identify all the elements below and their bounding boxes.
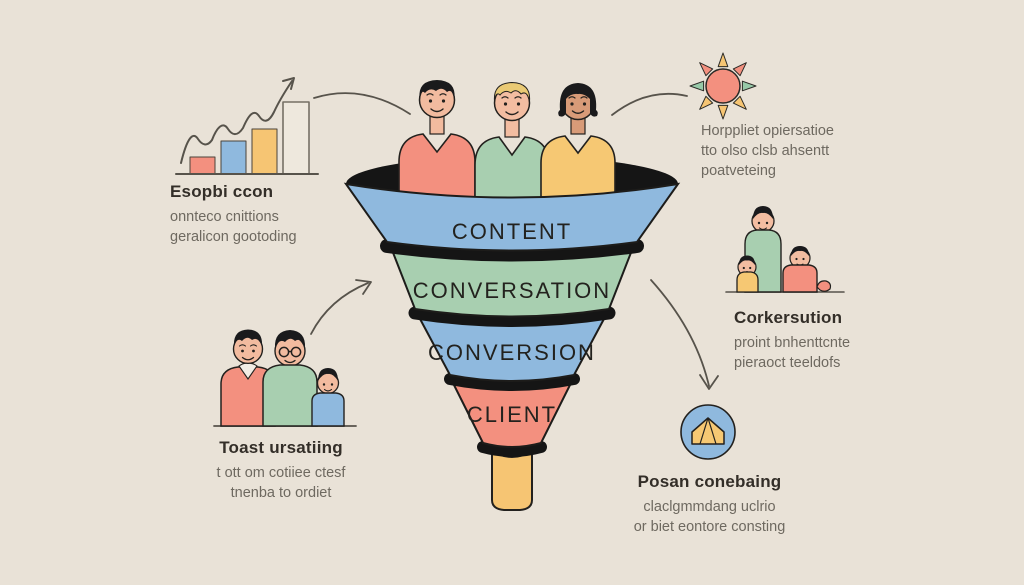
team-boy-blue (311, 368, 345, 427)
connector-arc-left (313, 92, 411, 115)
annotation-top-right: Horppliet opiersatioe tto olso clsb ahse… (701, 121, 834, 181)
collar (238, 362, 258, 380)
annotation-line: onnteco cnittions (170, 209, 279, 226)
annotation-line: poatveteing (701, 163, 776, 179)
connector-arc-right (611, 92, 688, 116)
annotation-line: proint bnhenttcnte (734, 335, 851, 352)
funnel-joint-1 (380, 239, 644, 262)
annotation-title: Posan conebaing (637, 472, 782, 491)
funnel-label-conversation: CONVERSATION (413, 278, 611, 303)
annotation-title: Toast ursatiing (219, 438, 343, 457)
arrow-to-funnel (310, 279, 372, 335)
funnel-stage-content (343, 182, 681, 252)
family-hand (816, 280, 832, 292)
funnel-joint-3 (444, 373, 580, 391)
funnel-label-content: CONTENT (452, 219, 572, 244)
annotation-bottom-left: Toast ursatiing t ott om cotiiee ctesf t… (196, 438, 366, 503)
annotation-top-left: Esopbi ccon onnteco cnittions geralicon … (170, 182, 297, 247)
growth-arrow-line (180, 80, 293, 164)
annotation-bottom-right: Posan conebaing claclgmmdang uclrio or b… (612, 472, 807, 537)
team-man-glasses (262, 330, 318, 427)
growth-bar-chart-icon (175, 77, 319, 175)
person-red-shirt (398, 80, 476, 215)
funnel-spout (491, 449, 533, 511)
three-people-icon (398, 80, 616, 216)
team-man-red (220, 329, 276, 427)
annotation-line: Horppliet opiersatioe (701, 123, 834, 139)
annotation-line: t ott om cotiiee ctesf (216, 465, 346, 482)
arrow-to-circle (650, 279, 719, 390)
annotation-line: or biet eontore consting (633, 519, 786, 536)
tent-in-circle-icon (680, 404, 736, 460)
sun-icon (689, 52, 757, 120)
funnel-label-client: CLIENT (467, 402, 557, 427)
funnel-joint-2 (408, 306, 616, 327)
annotation-mid-right: Corkersution proint bnhenttcnte pieraoct… (734, 308, 850, 373)
annotation-line: claclgmmdang uclrio (643, 499, 776, 516)
family-group-icon (725, 206, 845, 293)
annotation-title: Esopbi ccon (170, 182, 274, 201)
growth-arrowhead (282, 77, 295, 90)
family-person-red (782, 246, 832, 293)
annotation-line: geralicon gootoding (170, 229, 297, 246)
funnel: CONTENT CONVERSATION CONVERSION CLIENT (343, 182, 681, 511)
team-group-icon (213, 329, 357, 427)
family-child-yellow (736, 255, 759, 293)
annotation-title: Corkersution (734, 308, 843, 327)
annotation-line: tnenba to ordiet (230, 485, 332, 502)
person-green-shirt (474, 81, 550, 216)
funnel-joint-4 (477, 441, 547, 457)
annotation-line: tto olso clsb ahsentt (701, 143, 830, 159)
annotation-line: pieraoct teeldofs (734, 355, 841, 372)
funnel-label-conversion: CONVERSION (428, 340, 596, 365)
